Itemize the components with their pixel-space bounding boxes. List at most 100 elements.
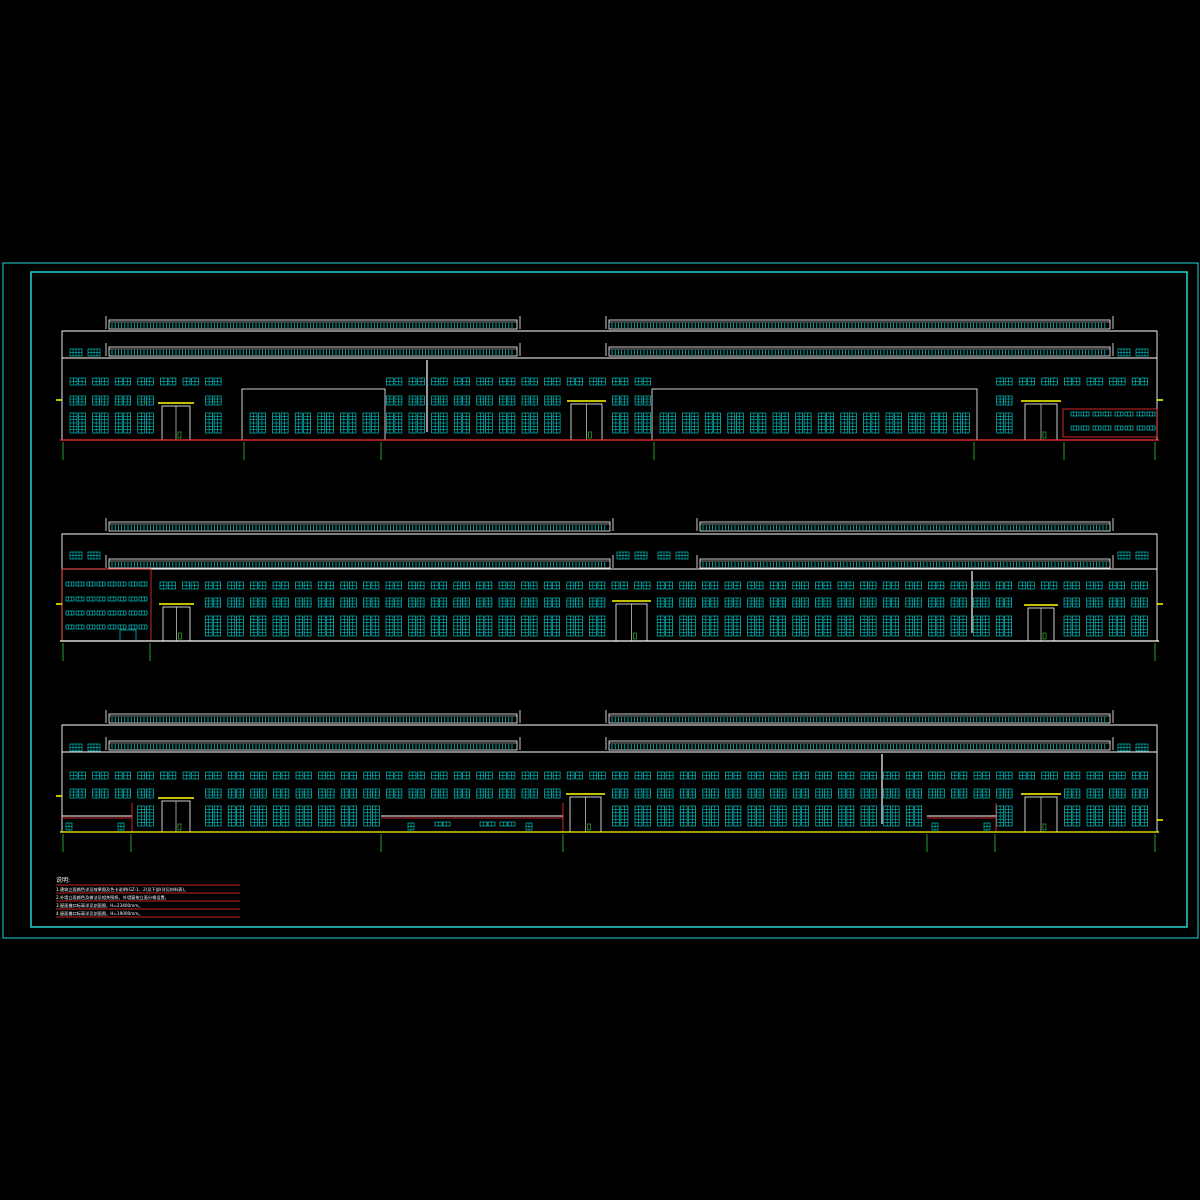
window (69, 348, 83, 357)
window (160, 377, 168, 386)
window (1072, 597, 1080, 608)
window (769, 597, 778, 608)
window (1117, 615, 1125, 637)
window (348, 412, 357, 434)
window (272, 597, 281, 608)
window (75, 596, 85, 602)
window (462, 788, 471, 799)
window (1018, 771, 1027, 780)
window (823, 597, 832, 608)
window-frame (1092, 411, 1102, 417)
window (507, 788, 516, 799)
window (936, 615, 945, 637)
window-frame (1124, 425, 1134, 431)
window (123, 412, 131, 434)
window (846, 615, 854, 637)
window (96, 610, 106, 616)
window (1004, 395, 1013, 406)
window (1050, 377, 1058, 386)
window (815, 597, 823, 608)
window (574, 615, 583, 637)
window (846, 597, 854, 608)
window (117, 610, 127, 616)
window (675, 551, 689, 560)
window (885, 412, 894, 434)
window (86, 596, 96, 602)
window (476, 597, 484, 608)
window (1131, 581, 1140, 590)
window (272, 615, 281, 637)
window (318, 788, 326, 799)
window (417, 395, 425, 406)
window (1102, 425, 1112, 431)
window (996, 395, 1004, 406)
window (530, 377, 538, 386)
window (1140, 377, 1148, 386)
window (1117, 551, 1131, 560)
window (146, 788, 154, 799)
window (1004, 581, 1013, 590)
window (1004, 377, 1013, 386)
window (281, 615, 289, 637)
window (453, 377, 462, 386)
window (961, 412, 970, 434)
window-frame (107, 596, 117, 602)
window (826, 412, 835, 434)
window (507, 395, 516, 406)
window (123, 788, 131, 799)
window (521, 597, 529, 608)
window-frame (65, 596, 75, 602)
window (453, 771, 462, 780)
window (78, 788, 86, 799)
window (476, 615, 484, 637)
window-frame (117, 624, 127, 630)
window (868, 597, 877, 608)
window (521, 581, 529, 590)
window (1004, 771, 1013, 780)
window (1064, 377, 1072, 386)
window (107, 624, 117, 630)
window (702, 771, 711, 780)
window (733, 615, 741, 637)
window (1004, 615, 1013, 637)
window (905, 581, 914, 590)
window (755, 581, 764, 590)
window (597, 615, 606, 637)
window (643, 377, 651, 386)
window (575, 771, 584, 780)
window (75, 581, 85, 587)
window (281, 597, 289, 608)
window (634, 377, 643, 386)
window (408, 581, 416, 590)
clerestory-frame (108, 713, 518, 724)
window (303, 615, 312, 637)
window (704, 412, 713, 434)
window (747, 597, 755, 608)
window (507, 581, 515, 590)
window (860, 771, 869, 780)
window (227, 597, 236, 608)
window (273, 771, 281, 780)
window (936, 597, 945, 608)
window (552, 412, 561, 434)
window (634, 788, 643, 799)
clerestory-band (105, 316, 521, 330)
window-frame (75, 596, 85, 602)
window (507, 412, 516, 434)
window (656, 615, 665, 637)
window (544, 395, 552, 406)
window (566, 615, 575, 637)
window-frame (107, 624, 117, 630)
window (258, 581, 267, 590)
window (146, 771, 154, 780)
window (227, 788, 236, 799)
window (326, 788, 335, 799)
window (792, 597, 801, 608)
window (348, 597, 357, 608)
window (462, 412, 471, 434)
window-frame (96, 596, 106, 602)
window (838, 771, 846, 780)
window (597, 597, 606, 608)
window (756, 771, 764, 780)
window (349, 771, 358, 780)
